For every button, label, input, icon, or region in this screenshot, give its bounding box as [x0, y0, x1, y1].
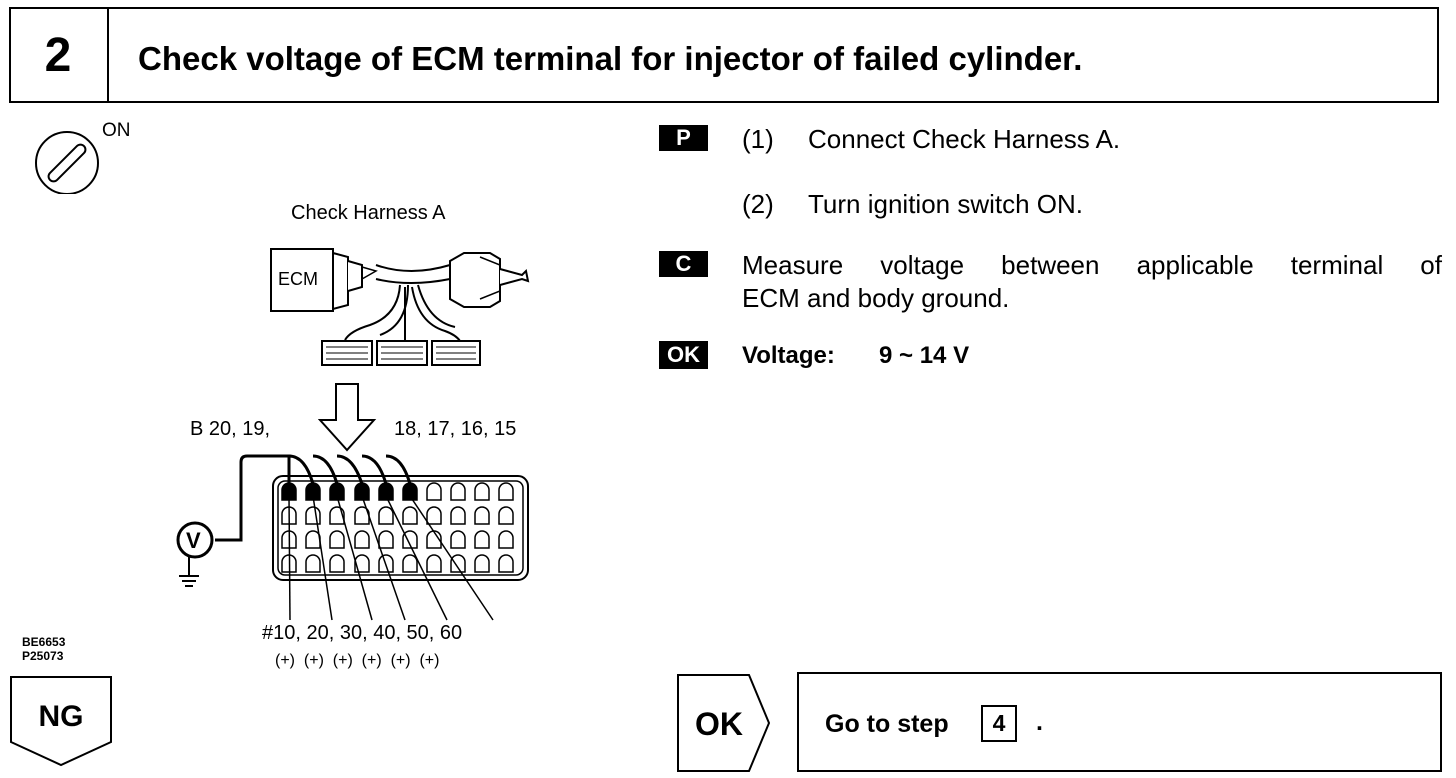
voltmeter-label: V	[186, 528, 201, 553]
step-number: 2	[9, 7, 109, 103]
ok-badge: OK	[659, 341, 708, 369]
goto-text: Go to step	[825, 710, 949, 738]
ignition-key-icon	[35, 131, 99, 194]
injector-terminals-label: #10, 20, 30, 40, 50, 60	[262, 622, 463, 644]
c-badge: C	[659, 251, 708, 277]
goto-step-link[interactable]: 4	[981, 705, 1017, 742]
result-box	[797, 672, 1442, 772]
ignition-on-label: ON	[102, 120, 131, 141]
voltage-value: 9 ~ 14 V	[879, 342, 970, 369]
step2-text: Turn ignition switch ON.	[808, 189, 1084, 219]
page-title: Check voltage of ECM terminal for inject…	[138, 40, 1083, 77]
pins-left-label: B 20, 19,	[190, 418, 271, 440]
step1-number: (1)	[742, 124, 774, 154]
ng-result-box: NG	[10, 676, 112, 767]
ok-result-box: OK	[677, 674, 771, 772]
goto-period: .	[1036, 708, 1043, 736]
polarity-label: (+) (+) (+) (+) (+) (+)	[275, 652, 440, 669]
measure-text-line1: Measure voltage between applicable termi…	[742, 250, 1442, 280]
ng-label: NG	[39, 700, 84, 733]
step2-number: (2)	[742, 189, 774, 219]
ok-label: OK	[695, 706, 743, 742]
figure-code-1: BE6653	[22, 635, 66, 649]
check-harness-diagram: ECM	[270, 248, 530, 366]
ecm-connector-diagram: V	[176, 454, 529, 621]
figure-code-2: P25073	[22, 649, 64, 663]
down-arrow-icon	[318, 383, 377, 452]
header-box	[9, 7, 1439, 103]
step1-text: Connect Check Harness A.	[808, 124, 1121, 154]
pins-right-label: 18, 17, 16, 15	[394, 418, 517, 440]
ecm-label: ECM	[278, 269, 318, 289]
measure-text-line2: ECM and body ground.	[742, 283, 1010, 313]
voltage-label: Voltage:	[742, 342, 835, 369]
harness-label: Check Harness A	[291, 202, 446, 224]
p-badge: P	[659, 125, 708, 151]
